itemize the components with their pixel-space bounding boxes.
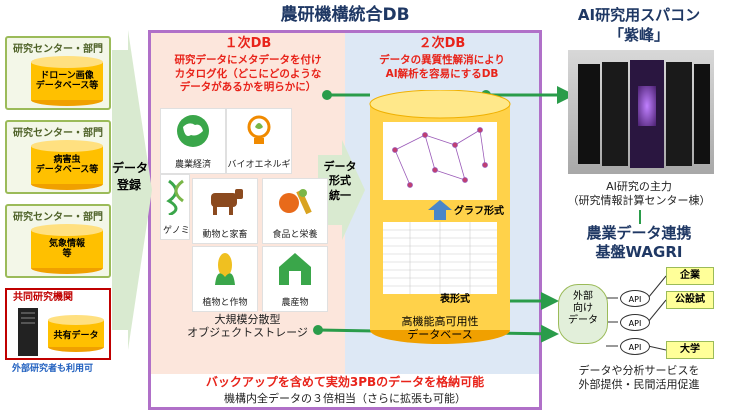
wagri-caption: データや分析サービスを 外部提供・民間活用促進 [578, 364, 700, 392]
server-icon [18, 308, 38, 356]
source-box-pest: 研究センター・部門 病害虫 データベース等 [5, 120, 111, 194]
target-public-lab: 公設試 [666, 291, 714, 309]
source-title: 研究センター・部門 [13, 128, 103, 139]
target-university: 大学 [666, 341, 714, 359]
joint-title: 共同研究機関 [13, 292, 73, 303]
external-data-label: 外部 向け データ [568, 291, 598, 326]
cow-icon [211, 189, 243, 215]
category-label: バイオエネルギ [227, 160, 291, 170]
database-cylinder-icon [31, 224, 103, 274]
category-tile-bioenergy: バイオエネルギ [226, 108, 292, 174]
category-tile-food: 食品と栄養 [262, 178, 328, 244]
primary-db-title: １次DB [224, 36, 272, 51]
lightbulb-leaf-icon [247, 115, 271, 144]
secondary-db-label: 高機能高可用性 データベース [401, 315, 479, 341]
unify-label: データ 形式 統一 [323, 160, 357, 202]
secondary-db-desc: データの異質性解消により AI解析を容易にするDB [379, 54, 505, 80]
corn-icon [215, 253, 235, 285]
supercomputer-caption: AI研究の主力 （研究情報計算センター棟） [567, 180, 711, 207]
supercomputer-photo [568, 50, 714, 174]
register-label: データ 登録 [112, 161, 149, 192]
barn-icon [279, 253, 311, 285]
source-db-label: 病害虫 データベース等 [35, 155, 99, 176]
capacity-sub: 機構内全データの３倍相当（さらに拡張も可能） [224, 392, 466, 405]
database-cylinder-icon [31, 56, 103, 106]
external-data-box: 外部 向け データ [558, 284, 608, 344]
joint-db-label: 共有データ [53, 331, 99, 341]
globe-money-icon [177, 115, 209, 147]
source-title: 研究センター・部門 [13, 212, 103, 223]
dna-icon [166, 179, 184, 215]
category-label: 植物と作物 [202, 298, 248, 308]
primary-db-desc: 研究データにメタデータを付け カタログ化（どこにどのような データがあるかを明ら… [174, 54, 322, 94]
food-icon [279, 189, 312, 215]
api-node: API [620, 314, 650, 331]
secondary-db-title: ２次DB [418, 36, 466, 51]
table-format-label: 表形式 [440, 294, 470, 305]
category-label: 農産物 [281, 298, 309, 308]
page-title: 農研機構統合DB [280, 5, 410, 25]
graph-format-label: グラフ形式 [452, 206, 506, 218]
wagri-title: 農業データ連携 基盤WAGRI [586, 224, 692, 261]
category-tile-genomics: ゲノミクス [160, 174, 190, 240]
category-label: 農業経済 [174, 160, 211, 170]
storage-label: 大規模分散型 オブジェクトストレージ [187, 313, 308, 340]
secondary-database-cylinder [369, 90, 511, 344]
database-cylinder-icon [48, 315, 104, 352]
category-label: 食品と栄養 [272, 230, 318, 240]
category-tile-products: 農産物 [262, 246, 328, 312]
category-tile-animals: 動物と家畜 [192, 178, 258, 244]
api-node: API [620, 290, 650, 307]
api-node: API [620, 338, 650, 355]
category-tile-crops: 植物と作物 [192, 246, 258, 312]
wagri-network [606, 275, 667, 351]
source-box-weather: 研究センター・部門 気象情報 等 [5, 204, 111, 278]
supercomputer-title: AI研究用スパコン 「紫峰」 [577, 6, 701, 44]
category-label: ゲノミクス [163, 226, 189, 236]
source-box-drone: 研究センター・部門 ドローン画像 データベース等 [5, 36, 111, 110]
joint-note: 外部研究者も利用可 [12, 364, 94, 374]
database-cylinder-icon [31, 140, 103, 190]
source-db-label: ドローン画像 データベース等 [35, 71, 99, 92]
category-tile-economy: 農業経済 [160, 108, 226, 174]
target-company: 企業 [666, 267, 714, 285]
joint-research-box: 共同研究機関 共有データ [5, 288, 111, 360]
capacity-headline: バックアップを含めて実効3PBのデータを格納可能 [205, 375, 485, 389]
category-label: 動物と家畜 [202, 230, 248, 240]
unify-arrow [318, 140, 365, 240]
source-title: 研究センター・部門 [13, 44, 103, 55]
source-db-label: 気象情報 等 [48, 239, 85, 260]
register-arrow [112, 30, 152, 350]
